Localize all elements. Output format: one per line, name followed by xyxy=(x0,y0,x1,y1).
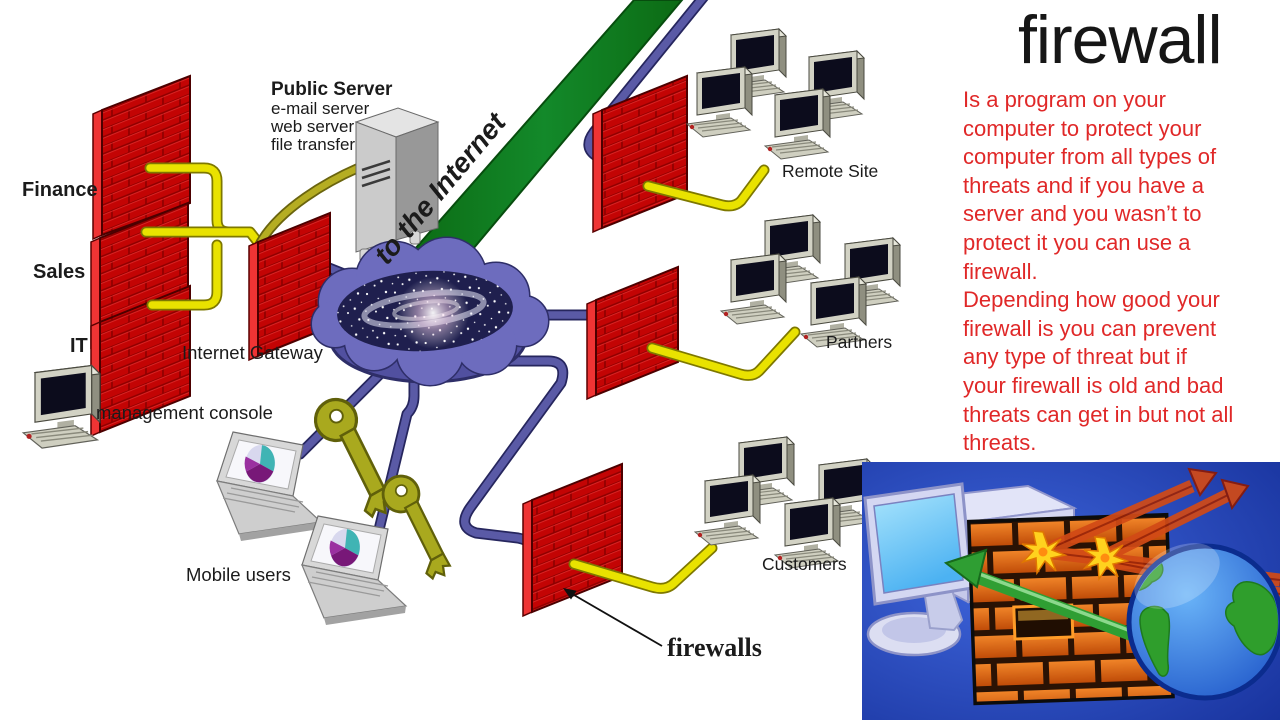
firewalls-callout-arrow xyxy=(563,588,663,647)
internet-cloud xyxy=(310,236,550,387)
allowed-traffic-arrow-icon xyxy=(943,548,1145,644)
label-it: IT xyxy=(70,335,88,357)
laptop-mobile-user-2 xyxy=(301,515,407,626)
label-file-transfer: file transfer xyxy=(271,135,355,154)
label-public-server: Public Server xyxy=(271,79,393,100)
label-firewalls-caption: firewalls xyxy=(667,633,762,662)
pipe-mobile-user-2 xyxy=(370,362,420,548)
slide-body-text: Is a program on your computer to protect… xyxy=(963,87,1234,456)
security-illustration xyxy=(862,462,1280,720)
internet-globe-icon xyxy=(1126,543,1280,701)
label-finance: Finance xyxy=(22,179,98,201)
label-mobile-users: Mobile users xyxy=(186,564,291,585)
label-remote-site: Remote Site xyxy=(782,161,878,181)
management-console-computer xyxy=(22,364,101,449)
network-diagram: Finance Sales IT Public Server e-mail se… xyxy=(22,0,901,662)
pipe-customers-lan xyxy=(568,542,718,594)
label-customers: Customers xyxy=(762,554,847,574)
firewall-wall-remote-site xyxy=(592,74,688,234)
desktop-computer-icon xyxy=(863,482,974,657)
customers-computers xyxy=(694,436,875,569)
label-email-server: e-mail server xyxy=(271,99,370,118)
security-key-icon xyxy=(373,472,460,582)
label-partners: Partners xyxy=(826,332,892,352)
firewall-wall-finance xyxy=(92,74,191,241)
label-sales: Sales xyxy=(33,261,85,283)
label-web-server: web server xyxy=(270,117,354,136)
remote-site-computers xyxy=(686,28,865,160)
pipe-remote-site xyxy=(642,164,770,212)
slide-title: firewall xyxy=(1018,2,1223,78)
label-internet-gateway: Internet Gateway xyxy=(182,342,324,363)
pipe-it xyxy=(146,239,223,311)
firewall-wall-partners xyxy=(586,265,679,401)
partners-computers xyxy=(720,214,901,348)
pipe-partners-lan xyxy=(646,326,801,381)
label-management-console: management console xyxy=(96,402,273,423)
